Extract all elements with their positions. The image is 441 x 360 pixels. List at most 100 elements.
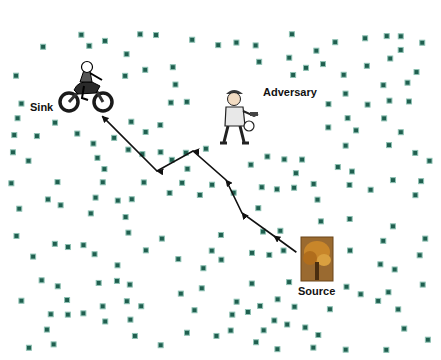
sensor-node (381, 238, 386, 243)
sensor-node (398, 130, 403, 135)
sensor-node (363, 36, 368, 41)
sensor-node (343, 143, 348, 148)
sensor-node (382, 116, 387, 121)
sensor-node (311, 345, 316, 350)
sensor-node (381, 83, 386, 88)
sensor-node (326, 102, 331, 107)
man-icon (216, 86, 260, 146)
sensor-node (289, 32, 294, 37)
sensor-node (154, 33, 159, 38)
sensor-node (406, 99, 411, 104)
sensor-node (115, 198, 120, 203)
sensor-node (143, 67, 148, 72)
sensor-node (248, 162, 253, 167)
sensor-node (126, 147, 131, 152)
sensor-node (58, 203, 63, 208)
sensor-node (417, 253, 422, 258)
sensor-node (413, 150, 418, 155)
sensor-node (303, 325, 308, 330)
sensor-node (303, 65, 308, 70)
sensor-node (218, 232, 223, 237)
sensor-node (414, 70, 419, 75)
sensor-node (100, 180, 105, 185)
sensor-node (103, 319, 108, 324)
sensor-node (390, 178, 395, 183)
sensor-node (93, 195, 98, 200)
sensor-node (167, 190, 172, 195)
sensor-node (341, 72, 346, 77)
sensor-node (315, 197, 320, 202)
sensor-node (65, 312, 70, 317)
sensor-node (41, 44, 46, 49)
node-label: Source (298, 285, 335, 298)
sensor-node (45, 197, 50, 202)
tree-icon (300, 236, 334, 282)
sensor-node (285, 322, 290, 327)
sensor-node (19, 298, 24, 303)
icon-node: Source (298, 236, 335, 298)
sensor-node (34, 134, 39, 139)
sensor-node (258, 303, 263, 308)
sensor-node (358, 292, 363, 297)
sensor-node (168, 100, 173, 105)
sensor-node (392, 267, 397, 272)
sensor-node (350, 169, 355, 174)
sensor-node (39, 278, 44, 283)
sensor-node (197, 192, 202, 197)
sensor-node (318, 219, 323, 224)
sensor-node (420, 40, 425, 45)
sensor-node (292, 185, 297, 190)
sensor-node (141, 180, 146, 185)
sensor-node (348, 248, 353, 253)
sensor-node (75, 131, 80, 136)
sensor-node (26, 158, 31, 163)
sensor-node (178, 291, 183, 296)
sensor-node (10, 150, 15, 155)
sensor-node (81, 311, 86, 316)
sensor-node (210, 182, 215, 187)
sensor-node (143, 129, 148, 134)
sensor-node (256, 206, 261, 211)
sensor-node (320, 62, 325, 67)
sensor-node (102, 167, 107, 172)
sensor-node (390, 224, 395, 229)
sensor-node (209, 248, 214, 253)
sensor-node (364, 63, 369, 68)
sensor-node (17, 206, 22, 211)
sensor-node (245, 309, 250, 314)
sensor-node (354, 128, 359, 133)
sensor-node (114, 278, 119, 283)
sensor-node (124, 299, 129, 304)
sensor-node (234, 40, 239, 45)
sensor-node (214, 333, 219, 338)
sensor-node (259, 185, 264, 190)
sensor-node (287, 55, 292, 60)
sensor-node (180, 180, 185, 185)
sensor-node (253, 43, 258, 48)
sensor-node (275, 297, 280, 302)
sensor-node (79, 32, 84, 37)
node-label: Adversary (263, 86, 317, 99)
sensor-node (190, 37, 195, 42)
sensor-node (388, 56, 393, 61)
sensor-node (347, 182, 352, 187)
sensor-node (387, 98, 392, 103)
sensor-node (115, 263, 120, 268)
sensor-node (51, 342, 56, 347)
sensor-node (14, 233, 19, 238)
sensor-node (100, 304, 105, 309)
sensor-node (413, 193, 418, 198)
sensor-node (158, 343, 163, 348)
sensor-node (203, 146, 208, 151)
sensor-node (176, 257, 181, 262)
sensor-node (265, 154, 270, 159)
sensor-node (293, 171, 298, 176)
bike-icon (56, 60, 116, 114)
sensor-node (31, 254, 36, 259)
sensor-node (427, 158, 432, 163)
sensor-node (139, 304, 144, 309)
icon-node: Adversary (216, 86, 317, 146)
